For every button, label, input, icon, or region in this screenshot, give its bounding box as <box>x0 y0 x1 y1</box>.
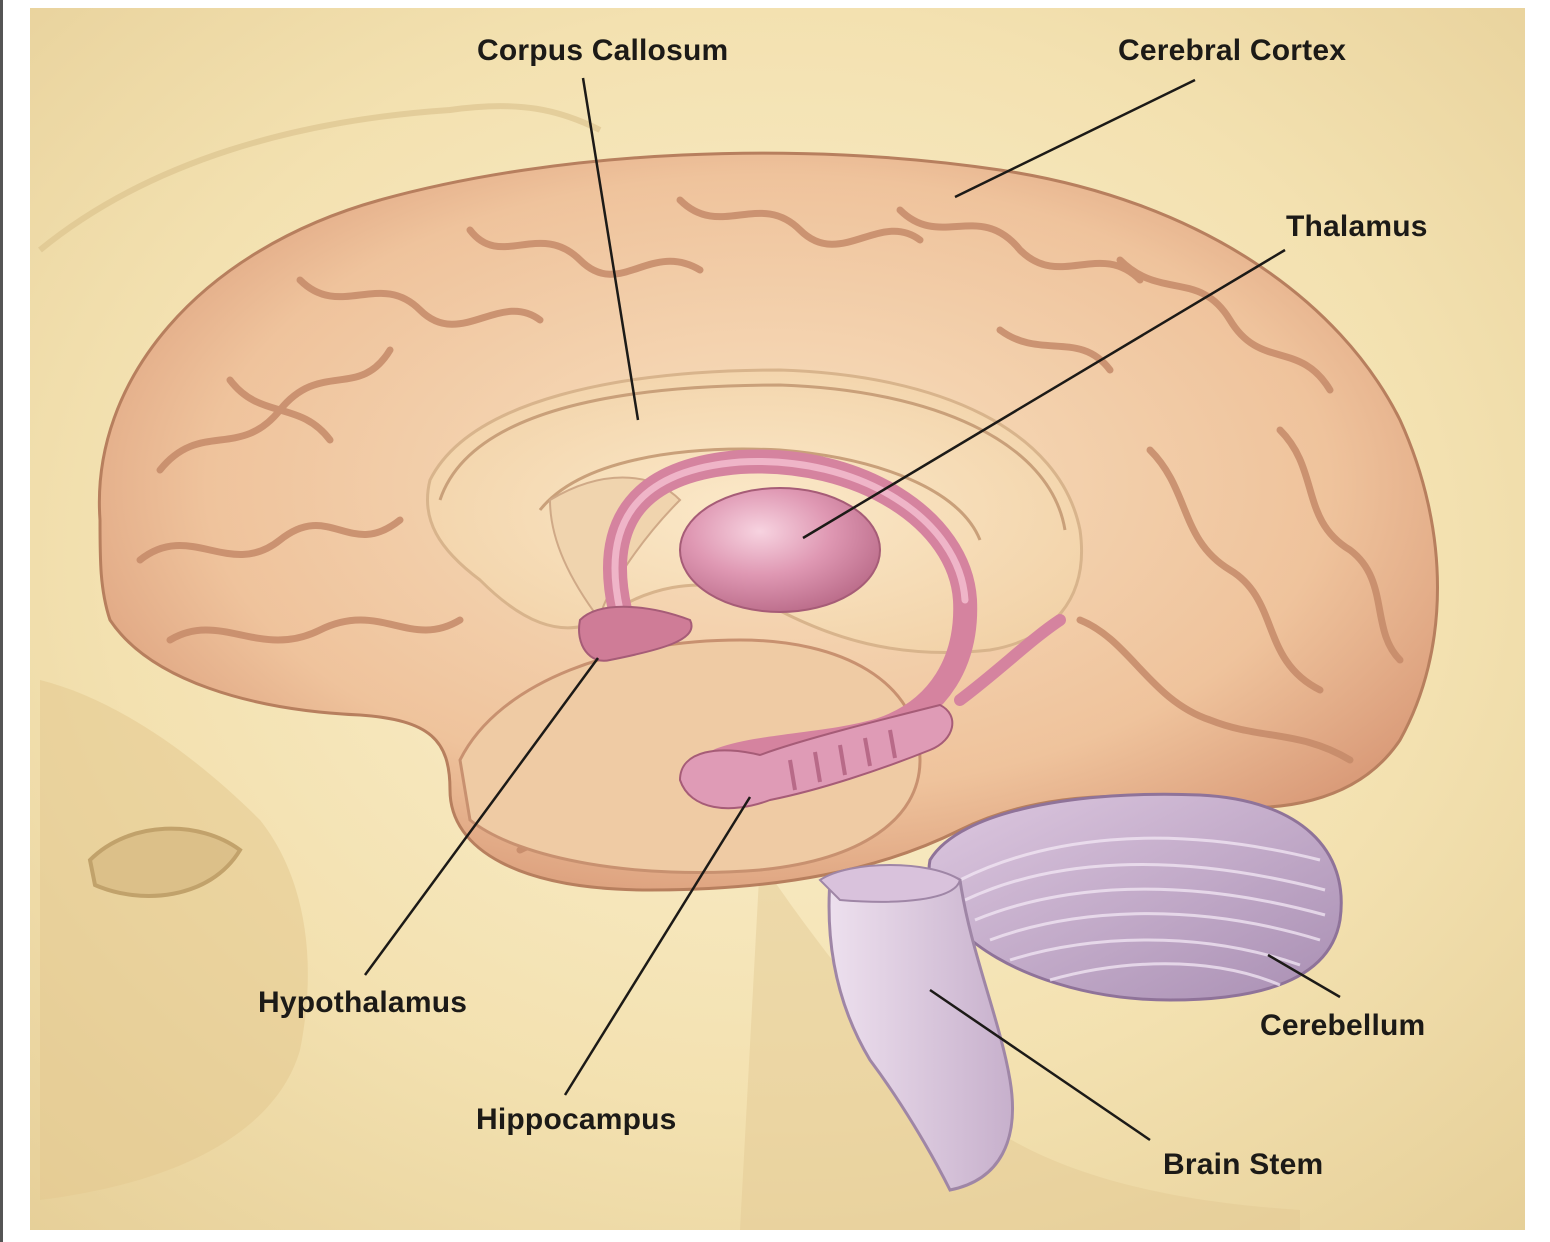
label-hippocampus: Hippocampus <box>476 1105 677 1135</box>
thalamus-shape <box>680 488 880 612</box>
label-hypothalamus: Hypothalamus <box>258 988 467 1018</box>
label-brain-stem: Brain Stem <box>1163 1150 1323 1180</box>
label-cerebral-cortex: Cerebral Cortex <box>1118 36 1346 66</box>
label-corpus-callosum: Corpus Callosum <box>477 36 728 66</box>
pons-shape <box>820 865 960 902</box>
label-thalamus: Thalamus <box>1286 212 1428 242</box>
label-cerebellum: Cerebellum <box>1260 1011 1425 1041</box>
